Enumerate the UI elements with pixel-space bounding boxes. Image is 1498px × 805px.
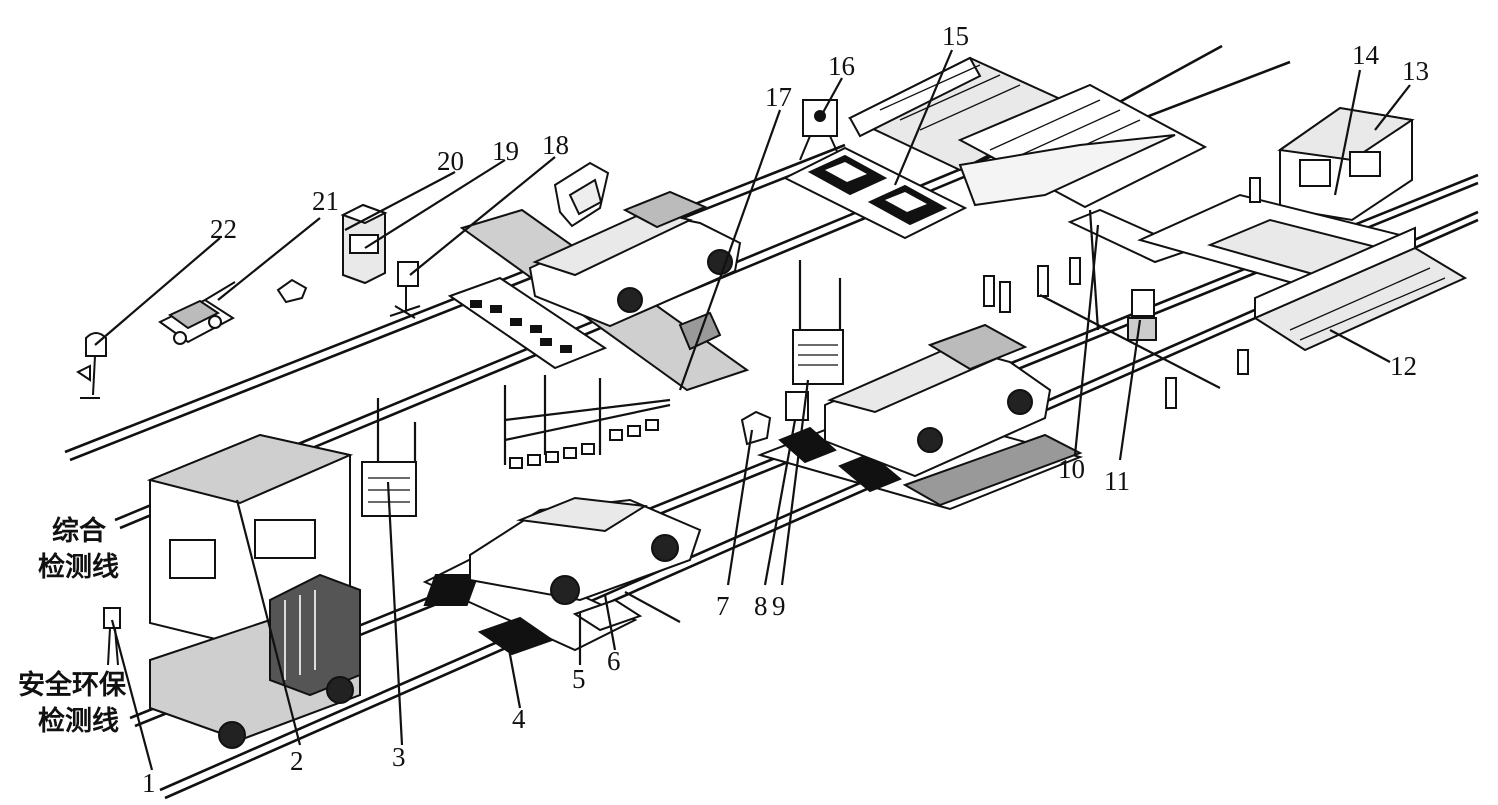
device-9-lightbar: [792, 260, 844, 385]
caption-safety-line-2: 检测线: [38, 705, 119, 737]
lane-captions: 综合 检测线 安全环保 检测线: [18, 515, 127, 737]
callout-6: 6: [607, 646, 621, 676]
callout-15: 15: [942, 21, 969, 51]
callout-12: 12: [1390, 351, 1417, 381]
caption-safety-line-1: 安全环保: [18, 669, 127, 701]
device-11-stand: [1127, 289, 1157, 341]
pad-15: [782, 146, 968, 240]
caption-comprehensive-line-2: 检测线: [38, 551, 119, 583]
device-22-stand: [76, 332, 107, 399]
callout-4: 4: [512, 704, 526, 734]
callout-8: 8: [754, 591, 768, 621]
device-21-cart: [158, 281, 236, 345]
callout-22: 22: [210, 214, 237, 244]
device-7-stand: [740, 410, 772, 446]
callout-16: 16: [828, 51, 855, 81]
caption-comprehensive-line-1: 综合: [52, 515, 106, 547]
leader-lines: [94, 49, 1411, 771]
sedan-car: [469, 496, 702, 605]
stanchion-pegs: [983, 257, 1249, 409]
callout-19: 19: [492, 136, 519, 166]
long-rack-upper: [847, 56, 1208, 331]
callout-21: 21: [312, 186, 339, 216]
device-13-cabin: [1277, 106, 1415, 222]
callout-14: 14: [1352, 40, 1380, 70]
callout-10: 10: [1058, 454, 1085, 484]
callout-numbers: 1 2 3 4 5 6 7 8 9 10 11 12 13 14 15 16 1…: [142, 21, 1429, 798]
callout-20: 20: [437, 146, 464, 176]
operator-chair: [553, 161, 610, 228]
callout-18: 18: [542, 130, 569, 160]
callout-11: 11: [1104, 466, 1130, 496]
callout-7: 7: [716, 591, 730, 621]
device-18-stand: [389, 261, 421, 319]
callout-9: 9: [772, 591, 786, 621]
device-19-head: [276, 278, 308, 304]
callout-13: 13: [1402, 56, 1429, 86]
device-16-monitor: [799, 99, 841, 161]
callout-17: 17: [765, 82, 792, 112]
light-stands-17: [503, 375, 671, 469]
pickup-truck-middle: [824, 323, 1052, 478]
truck-foreground: [149, 573, 361, 749]
callout-5: 5: [572, 664, 586, 694]
device-1-stand: [103, 607, 121, 666]
callout-3: 3: [392, 742, 406, 772]
pickup-truck-upper: [528, 190, 742, 328]
callout-2: 2: [290, 746, 304, 776]
device-20-cabinet: [340, 203, 388, 285]
callout-1: 1: [142, 768, 156, 798]
device-12-ramp: [1252, 226, 1468, 352]
device-8-unit: [785, 391, 809, 421]
